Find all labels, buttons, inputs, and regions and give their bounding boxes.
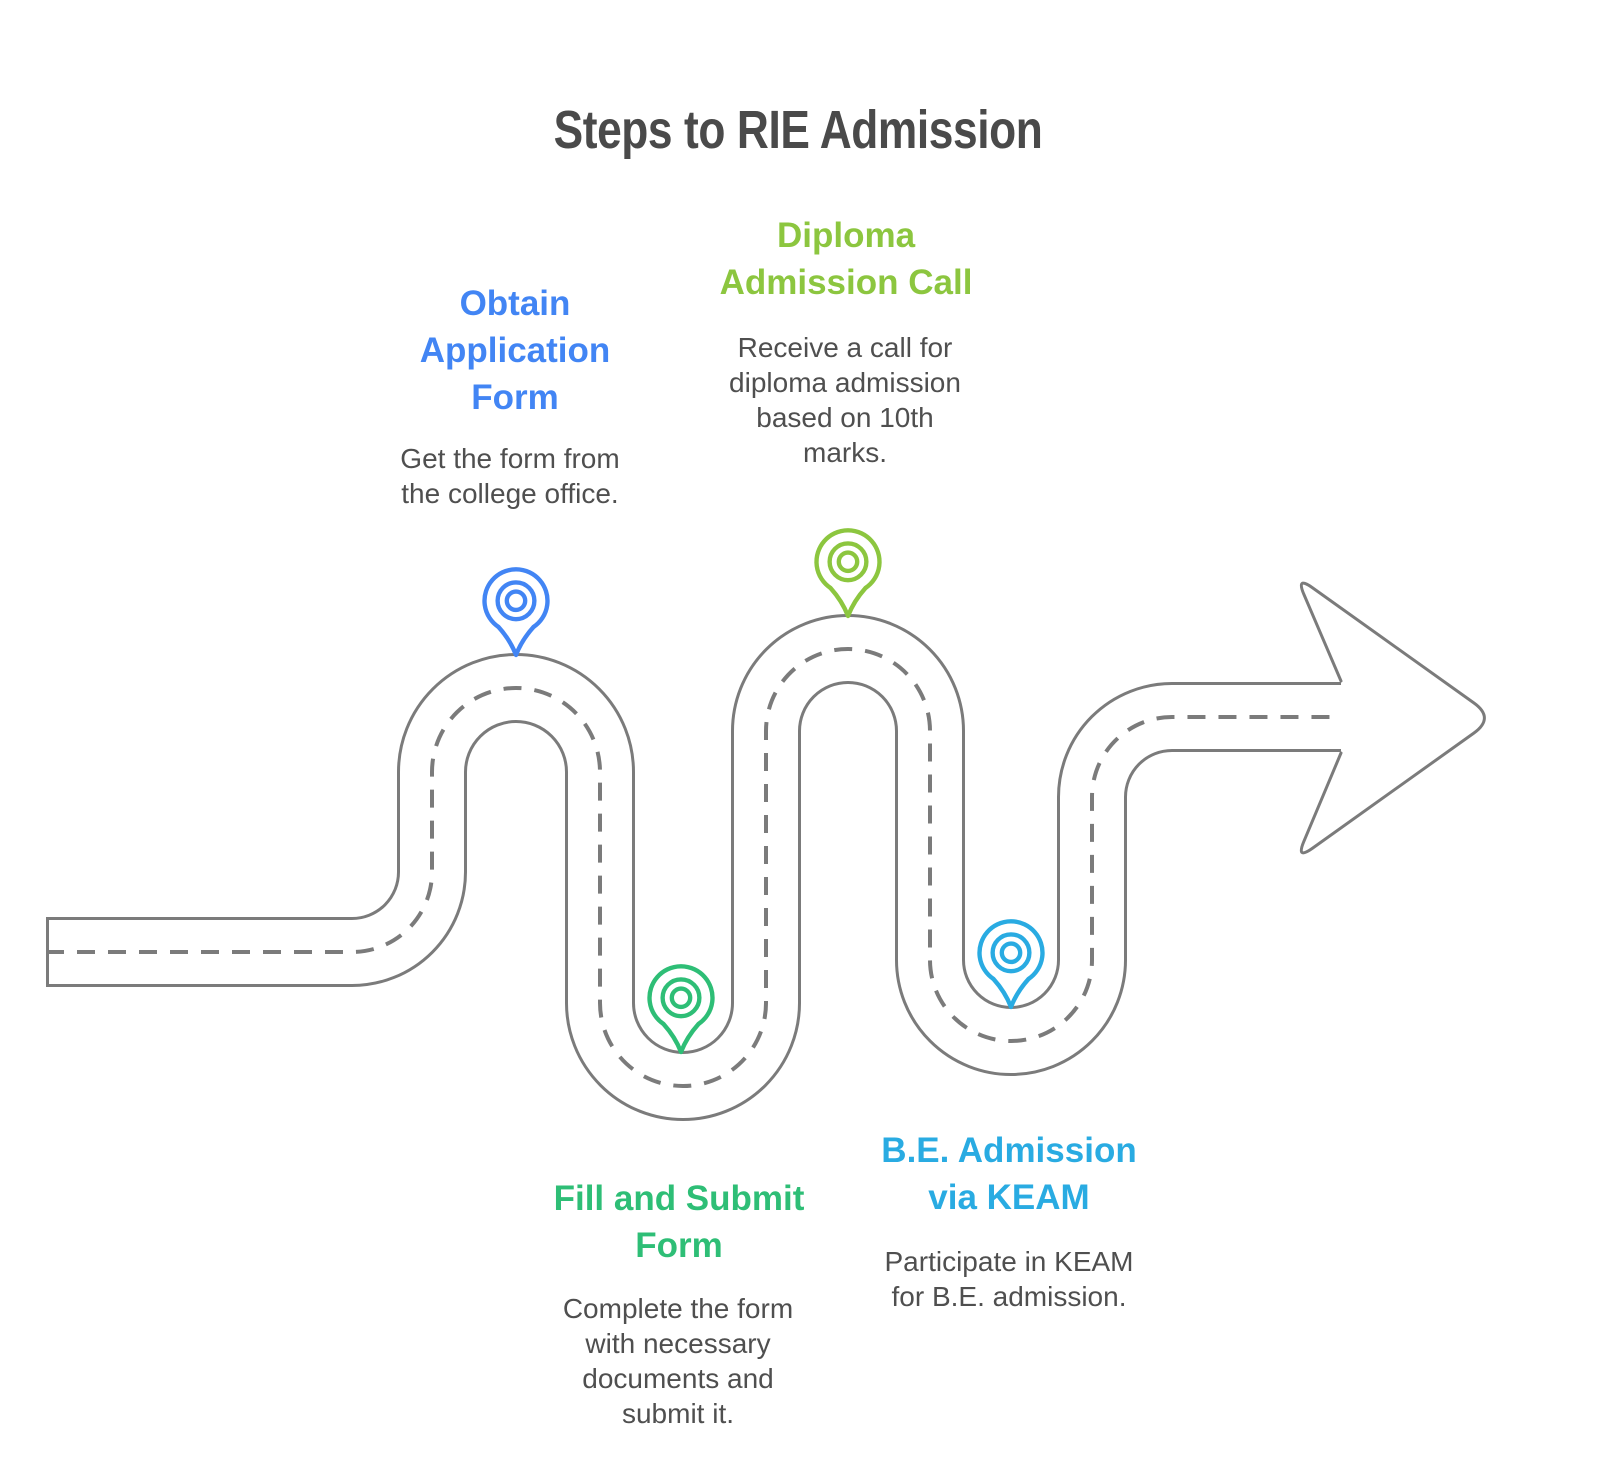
step-1-heading: Obtain Application Form [419, 284, 611, 417]
step-2-heading: Diploma Admission Call [719, 216, 973, 302]
step-4-location-pin-icon [980, 921, 1043, 1007]
step-2-location-pin-icon [817, 530, 880, 616]
step-3-description: Complete the form with necessary documen… [562, 1293, 794, 1429]
page-title: Steps to RIE Admission [553, 100, 1043, 160]
step-4-heading: B.E. Admission via KEAM [881, 1131, 1137, 1217]
step-3-location-pin-icon [650, 966, 713, 1052]
road-surface [46, 617, 1341, 1118]
direction-arrow-icon [1299, 581, 1486, 855]
step-4-description: Participate in KEAM for B.E. admission. [884, 1246, 1134, 1312]
step-3-heading: Fill and Submit Form [553, 1179, 805, 1265]
step-1-description: Get the form from the college office. [400, 443, 620, 509]
road-dashed-centerline [46, 647, 1330, 1088]
step-2-description: Receive a call for diploma admission bas… [729, 332, 961, 468]
step-1-location-pin-icon [485, 569, 548, 655]
